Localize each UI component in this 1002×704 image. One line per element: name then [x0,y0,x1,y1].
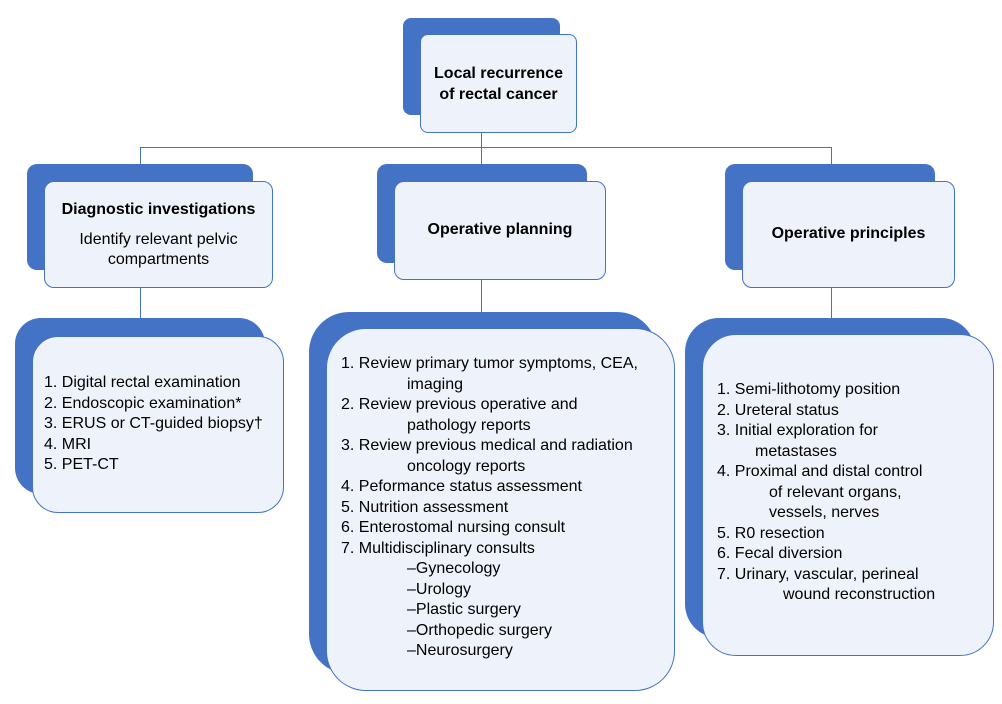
list-item: 5. Nutrition assessment [341,498,509,516]
principles-list-box: 1. Semi-lithotomy position 2. Ureteral s… [702,334,994,656]
root-title-line1: Local recurrence [434,65,563,82]
diagnostic-subtitle-line2: compartments [107,251,210,268]
list-item: 6. Enterostomal nursing consult [341,519,566,536]
list-item: 3. ERUS or CT-guided biopsy† [44,415,263,432]
list-item: 7. Urinary, vascular, perineal wound reco… [717,565,935,606]
list-item: 3. Review previous medical and radiation… [341,436,638,477]
list-item-continuation: imaging [407,375,464,393]
planning-node-title: Operative planning [427,221,573,238]
list-item-continuation: of relevant organs, [769,483,902,501]
list-item: 4. Peformance status assessment [341,478,582,495]
list-item: 4. Proximal and distal control of relevan… [717,462,935,524]
diagnostic-node: Diagnostic investigations Identify relev… [44,181,273,288]
consult-item: –Urology [407,580,472,598]
root-node: Local recurrence of rectal cancer [420,34,577,133]
consult-item: –Gynecology [407,560,501,577]
list-item-text: 3. Review previous medical and radiation [341,437,633,454]
list-item-text: 4. Proximal and distal control [717,463,923,480]
diagnostic-subtitle-line1: Identify relevant pelvic [79,231,238,248]
consult-item: –Plastic surgery [407,601,521,618]
list-item: 4. MRI [44,435,92,453]
list-item-continuation: pathology reports [407,416,531,434]
list-item-text: 7. Urinary, vascular, perineal [717,565,919,583]
diagnostic-list: 1. Digital rectal examination 2. Endosco… [44,373,263,476]
list-item: 2. Ureteral status [717,401,839,419]
planning-node: Operative planning [394,181,606,280]
list-item: 2. Endoscopic examination* [44,394,242,412]
list-item-continuation: vessels, nerves [769,504,880,521]
list-item: 5. PET-CT [44,456,119,473]
list-item: 3. Initial exploration for metastases [717,421,935,462]
list-item: 2. Review previous operative and patholog… [341,395,638,436]
list-item-continuation: oncology reports [407,457,526,475]
list-item-continuation: metastases [755,442,837,460]
consult-item: –Orthopedic surgery [407,621,552,639]
list-item: 6. Fecal diversion [717,545,843,562]
connector-left-list [140,288,142,318]
root-title-line2: of rectal cancer [439,86,558,103]
diagnostic-list-box: 1. Digital rectal examination 2. Endosco… [32,336,284,513]
list-item: 5. R0 resection [717,524,825,542]
diagnostic-node-subtitle: Identify relevant pelvic compartments [45,230,272,270]
list-item-text: 2. Review previous operative and [341,396,578,413]
planning-list-box: 1. Review primary tumor symptoms, CEA, im… [326,328,675,691]
list-item: 7. Multidisciplinary consults [341,539,535,557]
list-item: 1. Review primary tumor symptoms, CEA, im… [341,354,638,395]
list-item: 1. Digital rectal examination [44,374,241,391]
principles-list: 1. Semi-lithotomy position 2. Ureteral s… [717,380,935,606]
diagnostic-node-title: Diagnostic investigations [61,201,256,218]
root-node-title: Local recurrence of rectal cancer [421,63,576,105]
consult-item: –Neurosurgery [407,642,513,659]
list-item: 1. Semi-lithotomy position [717,381,901,398]
planning-list: 1. Review primary tumor symptoms, CEA, im… [341,354,638,662]
connector-root-down [481,133,483,148]
connector-horizontal [140,147,832,149]
list-item-text: 3. Initial exploration for [717,422,878,439]
principles-node: Operative principles [742,181,955,288]
connector-mid-list [481,280,483,312]
connector-right-list [831,288,833,318]
list-item-text: 1. Review primary tumor symptoms, CEA, [341,355,638,372]
list-item-continuation: wound reconstruction [783,586,936,603]
principles-node-title: Operative principles [771,225,926,242]
